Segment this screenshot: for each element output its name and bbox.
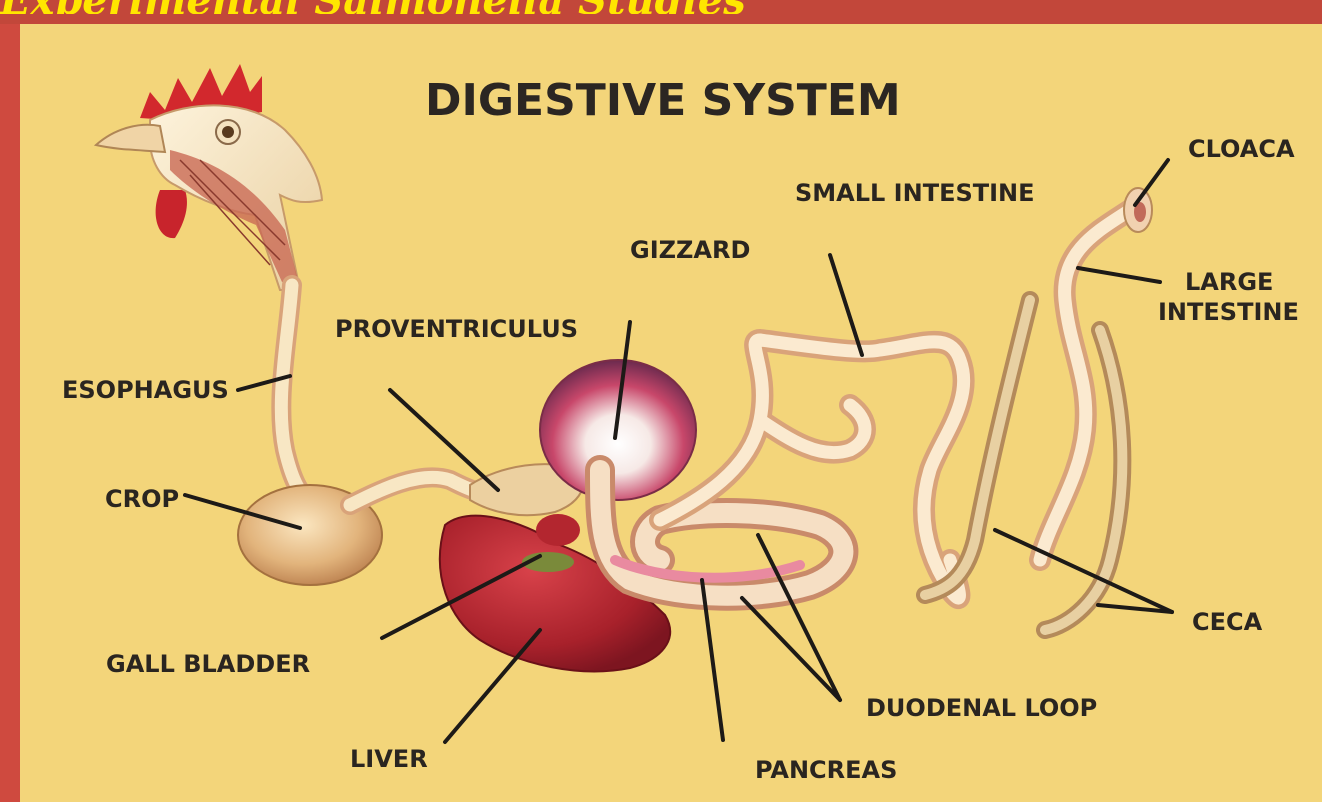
label-duodenal-loop: DUODENAL LOOP bbox=[866, 694, 1097, 722]
label-pancreas: PANCREAS bbox=[755, 756, 897, 784]
label-gall-bladder: GALL BLADDER bbox=[106, 650, 310, 678]
label-gizzard: GIZZARD bbox=[630, 236, 750, 264]
label-liver: LIVER bbox=[350, 745, 428, 773]
label-small-intestine: SMALL INTESTINE bbox=[795, 179, 1035, 207]
label-large-intestine-line2: INTESTINE bbox=[1158, 298, 1299, 326]
label-cloaca: CLOACA bbox=[1188, 135, 1295, 163]
diagram-title: DIGESTIVE SYSTEM bbox=[425, 75, 901, 126]
label-crop: CROP bbox=[105, 485, 179, 513]
banner-mask bbox=[0, 14, 1322, 24]
label-esophagus: ESOPHAGUS bbox=[62, 376, 229, 404]
label-proventriculus: PROVENTRICULUS bbox=[335, 315, 578, 343]
label-large-intestine-line1: LARGE bbox=[1185, 268, 1273, 296]
label-ceca: CECA bbox=[1192, 608, 1263, 636]
